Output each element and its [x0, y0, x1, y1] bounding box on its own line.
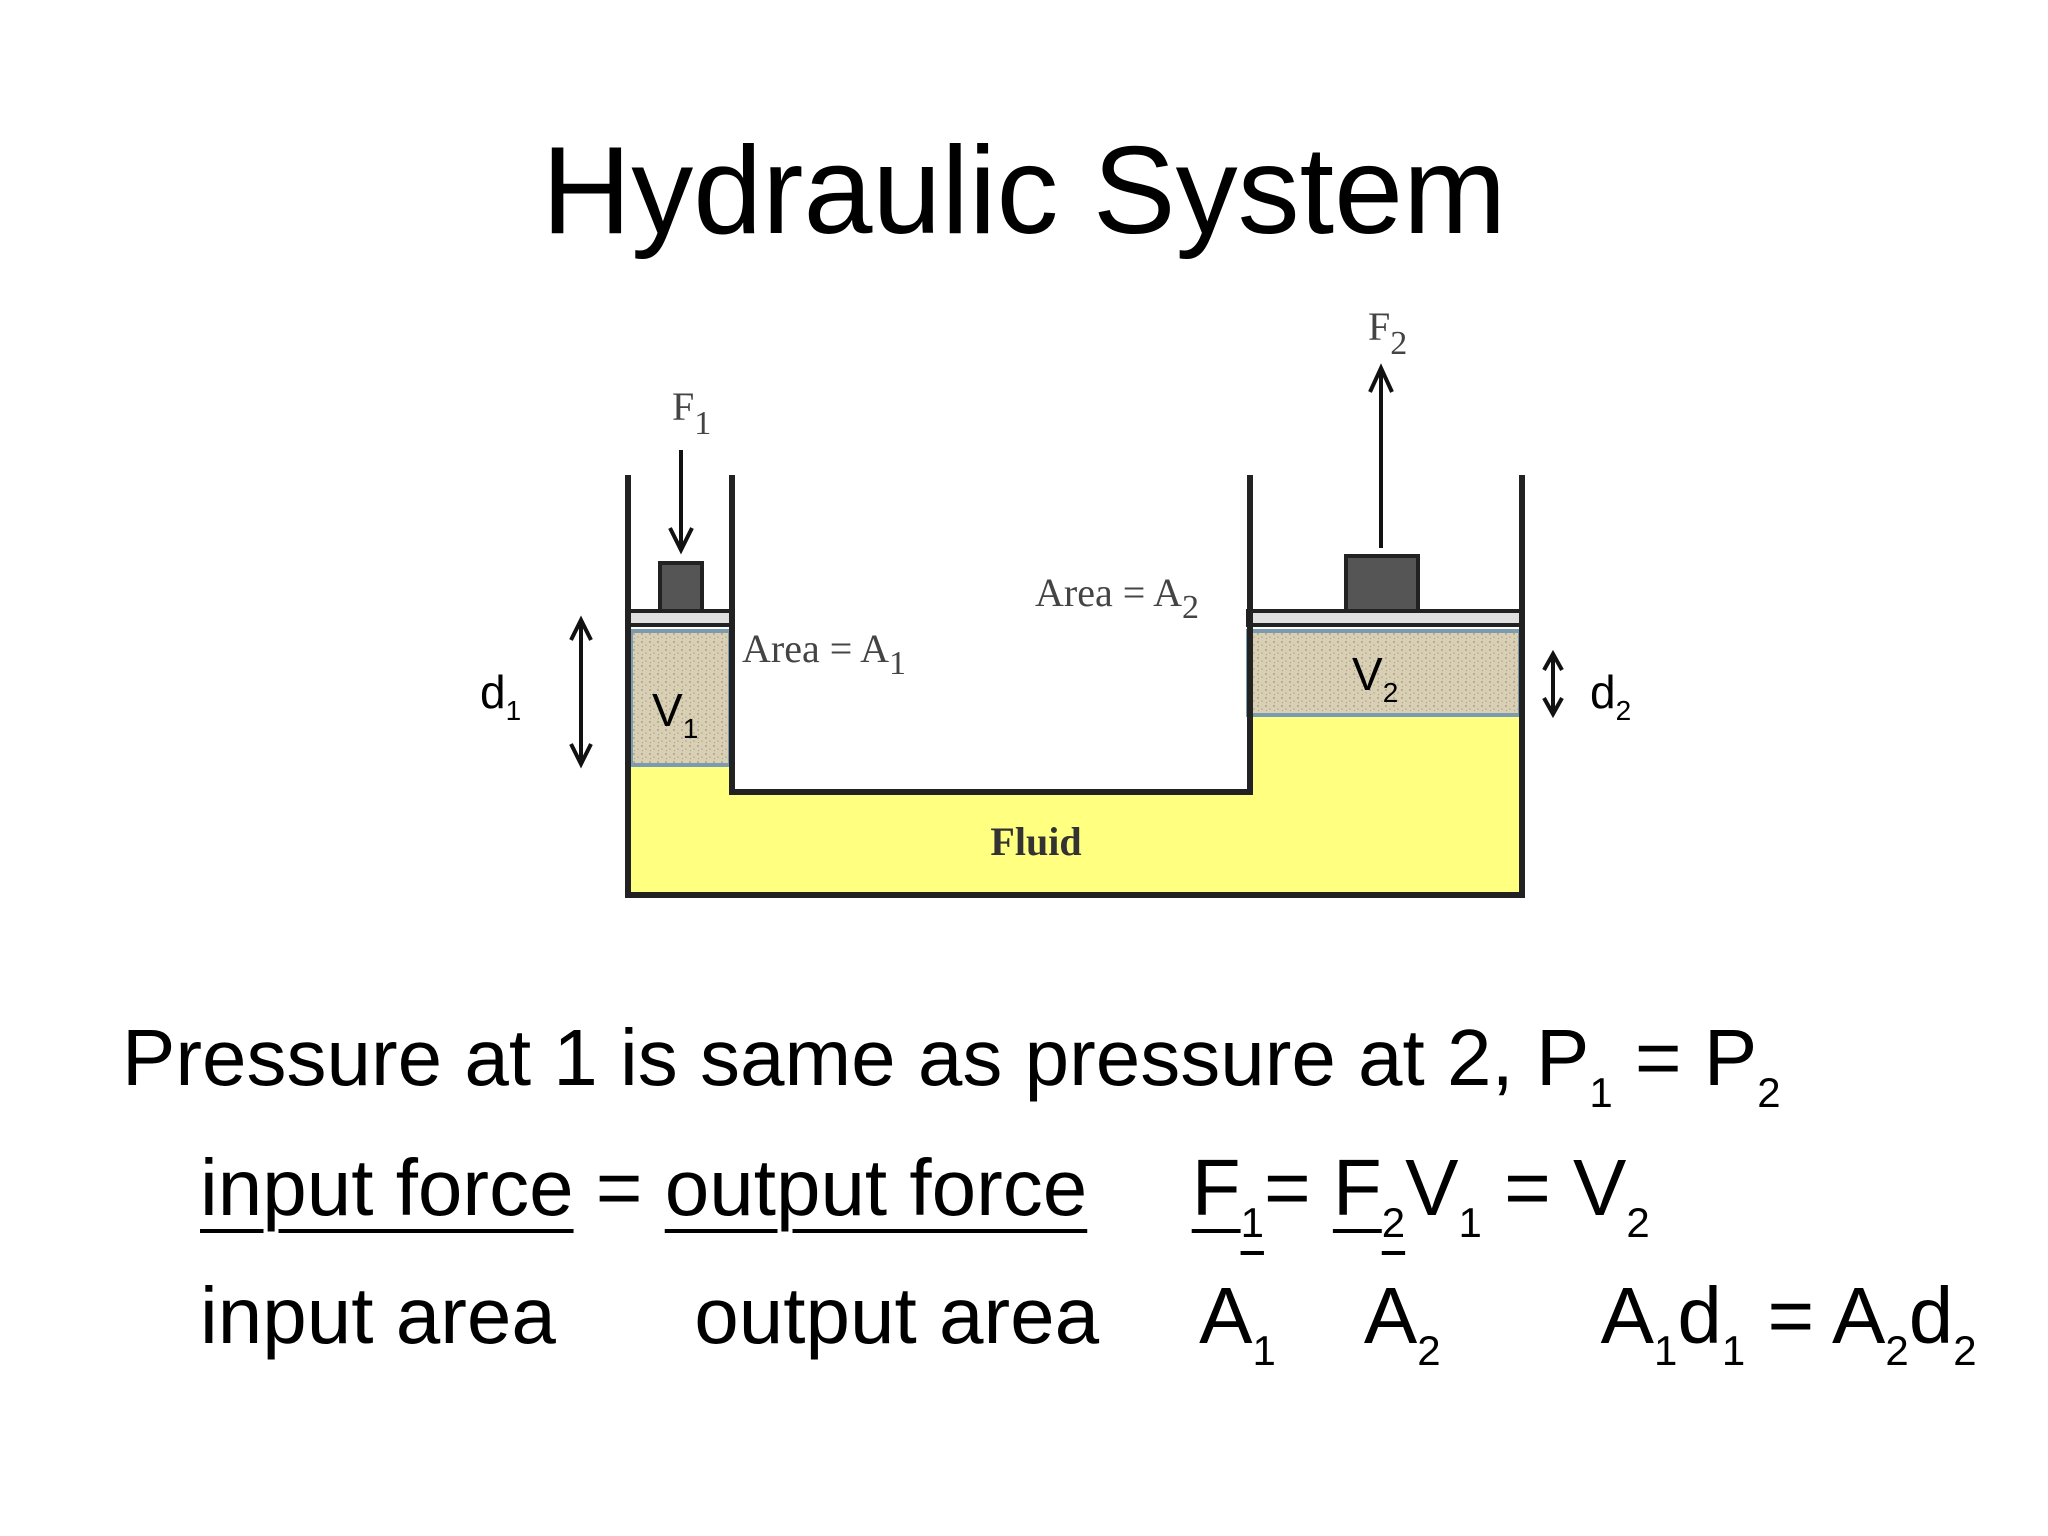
displacement-arrow-right [1542, 649, 1564, 719]
piston-plate-right [1246, 609, 1524, 627]
displacement-arrow-left [569, 615, 593, 769]
slide-title: Hydraulic System [541, 122, 1507, 260]
volume-right-label: V2 [1352, 648, 1398, 708]
force-arrow-in [668, 450, 694, 555]
container-outline [625, 475, 1525, 898]
volume-left-label: V1 [652, 684, 698, 744]
volume-left-region [629, 629, 732, 767]
input-force-term: input force [200, 1143, 574, 1232]
area-right-label: Area = A2 [1035, 570, 1199, 626]
volume-right-region [1246, 629, 1522, 717]
fluid-label: Fluid [990, 819, 1081, 864]
input-area-term: input area [200, 1271, 556, 1360]
output-area-term: output area [694, 1271, 1100, 1360]
pressure-statement: Pressure at 1 is same as pressure at 2, … [122, 1013, 1781, 1116]
force-out-label: F2 [1368, 304, 1407, 362]
displacement-right-label: d2 [1590, 666, 1631, 726]
piston-block-right [1344, 554, 1420, 613]
area-relation-line: input area output area A1 A2 A1d1 = A2d2 [200, 1271, 1977, 1374]
displacement-left-label: d1 [480, 666, 521, 726]
area-left-label: Area = A1 [742, 626, 906, 682]
piston-block-left [658, 561, 704, 613]
fluid-body [628, 715, 1522, 895]
force-in-label: F1 [672, 384, 711, 442]
force-arrow-out [1368, 363, 1394, 548]
force-relation-line: input force = output force F1= F2V1 = V2 [200, 1143, 1650, 1246]
output-force-term: output force [664, 1143, 1088, 1232]
piston-plate-left [626, 609, 734, 627]
